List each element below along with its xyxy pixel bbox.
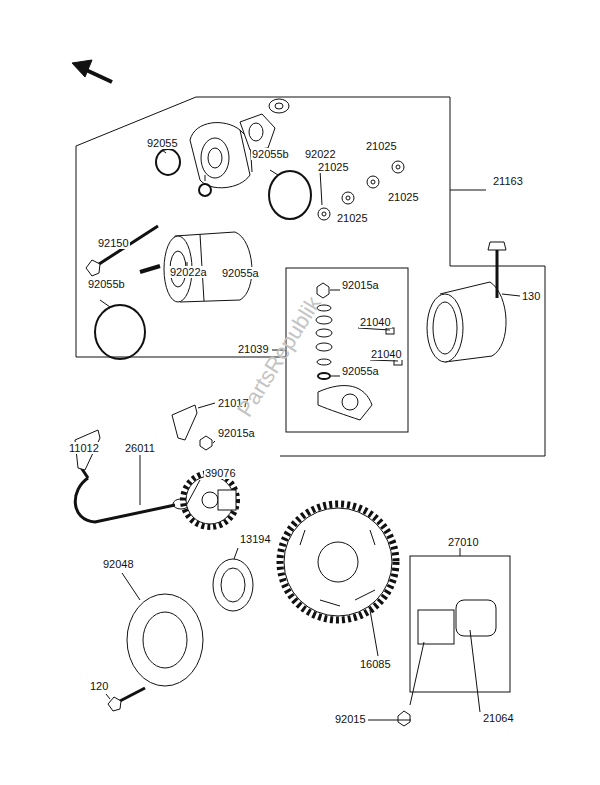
callout-number: 92055a [221,267,260,279]
callout-number: 92022 [304,148,337,160]
callout-number: 21163 [492,175,524,187]
o-ring [95,305,145,359]
direction-arrow [72,60,112,82]
washer [275,103,283,109]
callout-number: 11012 [68,442,100,454]
callout-number: 92055a [341,365,380,377]
idle-gear [183,473,237,527]
o-ring [156,149,180,175]
callout-number: 92055b [251,148,290,160]
callout-number: 21025 [317,161,350,173]
leader-line [460,548,461,556]
callout-number: 26011 [124,442,156,454]
callout-number: 21040 [359,316,392,328]
cable [75,466,189,522]
lock-plate [240,114,275,150]
callout-number: 13194 [239,533,272,545]
callout-number: 92055 [146,137,179,149]
washer [269,99,289,113]
group-outline [76,357,286,358]
callout-number: 21025 [336,212,369,224]
callout-number: 130 [521,290,541,302]
bolt [488,242,506,298]
callout-number: 92055b [87,278,126,290]
callout-number: 39076 [204,467,237,479]
callout-number: 92015a [217,427,256,439]
o-ring [269,171,311,219]
bolt [108,688,145,711]
callout-number: 21025 [365,140,398,152]
leader-line [90,150,520,720]
cap [172,405,197,440]
starter-gear [280,504,396,620]
relay [398,600,496,726]
sub-group-box [410,556,510,692]
callout-number: 21025 [387,191,420,203]
leader-line [450,190,486,191]
nut [200,436,212,450]
front-housing [190,123,252,188]
callout-number: 27010 [447,536,480,548]
o-ring [199,184,211,196]
callout-number: 92015a [341,279,380,291]
callout-number: 21064 [482,712,515,724]
callout-number: 92048 [102,558,135,570]
callout-number: 21040 [370,348,403,360]
group-outline [76,146,77,357]
callout-number: 92022a [169,266,208,278]
callout-number: 92150 [97,237,130,249]
holder-plate [127,594,203,686]
clutch-ring [213,559,253,611]
group-outline [76,97,545,456]
end-cover [427,282,506,362]
callout-number: 92015 [334,713,367,725]
callout-number: 16085 [359,658,392,670]
brush-set [316,283,402,420]
lock-plate [249,123,263,141]
callout-number: 120 [89,680,109,692]
